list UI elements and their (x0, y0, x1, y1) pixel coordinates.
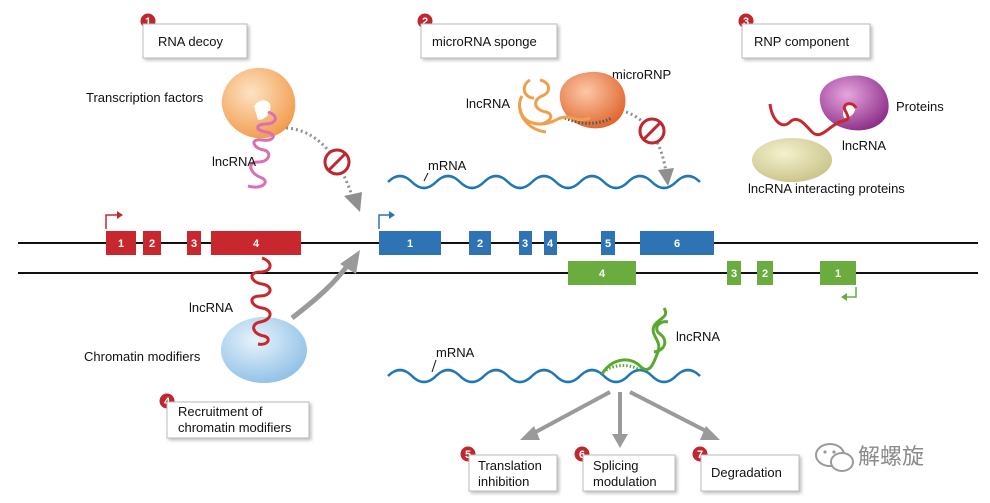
transcription-factors-label: Transcription factors (86, 90, 204, 105)
promoter-arrow-red (105, 214, 118, 229)
gene-green: 4 3 2 1 (568, 261, 857, 301)
svg-text:2: 2 (762, 268, 768, 280)
label-box-recruitment: Recruitment of chromatin modifiers (166, 401, 310, 439)
svg-text:3: 3 (731, 268, 737, 280)
gene-blue: 1 2 3 4 5 6 (378, 211, 714, 255)
mrna-wave-top (387, 174, 701, 190)
label-box-splicing: Splicing modulation (582, 454, 676, 492)
svg-text:Splicing: Splicing (593, 458, 639, 473)
svg-text:1: 1 (118, 238, 124, 250)
svg-text:3: 3 (743, 16, 749, 28)
dna-strands (18, 242, 978, 274)
svg-text:7: 7 (697, 449, 703, 461)
bottom-mrna-group: mRNA lncRNA (387, 307, 720, 448)
mechanism-3-rnp-component: 3 RNP component Proteins lncRNA lncRNA i… (737, 12, 944, 196)
lncrna-green-hairpin (600, 307, 669, 375)
exon-blue-6: 6 (640, 231, 714, 255)
svg-text:2: 2 (477, 238, 483, 250)
lncrna-label-1: lncRNA (212, 154, 256, 169)
exon-red-3: 3 (187, 231, 201, 255)
svg-text:6: 6 (674, 238, 680, 250)
svg-text:Degradation: Degradation (711, 465, 782, 480)
lncrna-interacting-proteins-label: lncRNA interacting proteins (748, 181, 905, 196)
recruitment-arrow (290, 260, 353, 320)
exon-blue-2: 2 (469, 231, 491, 255)
no-symbol-icon (323, 148, 351, 176)
label-box-microrna-sponge: microRNA sponge (420, 23, 558, 59)
microrna-p-protein (559, 71, 626, 129)
lncrna-red-chromatin (250, 256, 272, 346)
mechanism-7-degradation: 7 Degradation (691, 445, 800, 492)
exon-red-2: 2 (143, 231, 161, 255)
svg-text:5: 5 (605, 238, 611, 250)
exon-red-1: 1 (106, 231, 136, 255)
exon-blue-4: 4 (544, 231, 557, 255)
svg-text:4: 4 (599, 268, 606, 280)
exon-green-2: 2 (757, 261, 773, 285)
svg-text:4: 4 (547, 238, 554, 250)
svg-text:RNA decoy: RNA decoy (158, 34, 224, 49)
lncrna-label-4: lncRNA (189, 300, 233, 315)
svg-text:3: 3 (191, 238, 197, 250)
label-box-degradation: Degradation (700, 454, 800, 492)
exon-blue-3: 3 (519, 231, 532, 255)
lncrna-red-rnp (768, 102, 858, 137)
mechanism-6-splicing: 6 Splicing modulation (573, 445, 676, 492)
lncrna-label-5: lncRNA (676, 329, 720, 344)
lncrna-label-3: lncRNA (842, 138, 886, 153)
mrna-label-top: mRNA (428, 158, 467, 173)
promoter-arrow-green (846, 287, 857, 298)
watermark: 解螺旋 (815, 443, 924, 472)
mechanism-1-rna-decoy: 1 RNA decoy Transcription factors lncRNA (86, 12, 362, 212)
label-box-rna-decoy: RNA decoy (142, 23, 248, 59)
mechanism-5-translation: 5 Translation inhibition (459, 445, 558, 492)
no-symbol-icon (638, 117, 666, 145)
svg-text:RNP component: RNP component (754, 34, 850, 49)
proteins-label: Proteins (896, 99, 944, 114)
promoter-arrow-blue (378, 214, 390, 229)
gene-red: 1 2 3 4 (105, 211, 301, 255)
transcription-factor-protein (221, 67, 296, 139)
svg-text:6: 6 (579, 449, 585, 461)
exon-green-1: 1 (820, 261, 856, 285)
lncrna-label-2: lncRNA (466, 96, 510, 111)
chromatin-modifiers-label: Chromatin modifiers (84, 349, 201, 364)
microrna-p-label: microRNP (612, 67, 671, 82)
wechat-icon (815, 443, 854, 472)
svg-text:1: 1 (407, 238, 413, 250)
svg-text:1: 1 (145, 16, 151, 28)
mechanism-2-microrna-sponge: 2 microRNA sponge microRNP lncRNA mRNA (387, 12, 701, 190)
mechanism-4-chromatin: lncRNA Chromatin modifiers 4 Recruitment… (84, 250, 360, 439)
protein-purple (819, 75, 889, 131)
decoy-dotted-arrow (285, 126, 354, 197)
svg-text:3: 3 (522, 238, 528, 250)
svg-text:modulation: modulation (593, 474, 657, 489)
exon-blue-5: 5 (601, 231, 615, 255)
exon-blue-1: 1 (379, 231, 441, 255)
svg-text:5: 5 (465, 449, 471, 461)
svg-text:解螺旋: 解螺旋 (858, 445, 924, 470)
arrow-to-translation (531, 390, 611, 436)
lncrna-pink (247, 110, 277, 189)
mrna-wave-bottom (387, 368, 701, 384)
svg-text:1: 1 (835, 268, 841, 280)
svg-text:Translation: Translation (478, 458, 542, 473)
svg-text:2: 2 (422, 16, 428, 28)
exon-green-3: 3 (727, 261, 741, 285)
label-box-translation: Translation inhibition (468, 454, 558, 492)
arrow-to-degradation (629, 390, 709, 434)
svg-text:chromatin modifiers: chromatin modifiers (178, 420, 292, 435)
svg-text:inhibition: inhibition (478, 474, 529, 489)
exon-red-4: 4 (211, 231, 301, 255)
protein-olive (752, 138, 832, 182)
svg-text:microRNA sponge: microRNA sponge (432, 34, 537, 49)
mrna-label-bottom: mRNA (436, 345, 475, 360)
svg-text:4: 4 (253, 238, 260, 250)
chromatin-modifier-protein (221, 317, 307, 383)
label-box-rnp-component: RNP component (741, 23, 871, 59)
exon-green-4: 4 (568, 261, 636, 285)
svg-text:2: 2 (149, 238, 155, 250)
svg-text:Recruitment of: Recruitment of (178, 404, 263, 419)
